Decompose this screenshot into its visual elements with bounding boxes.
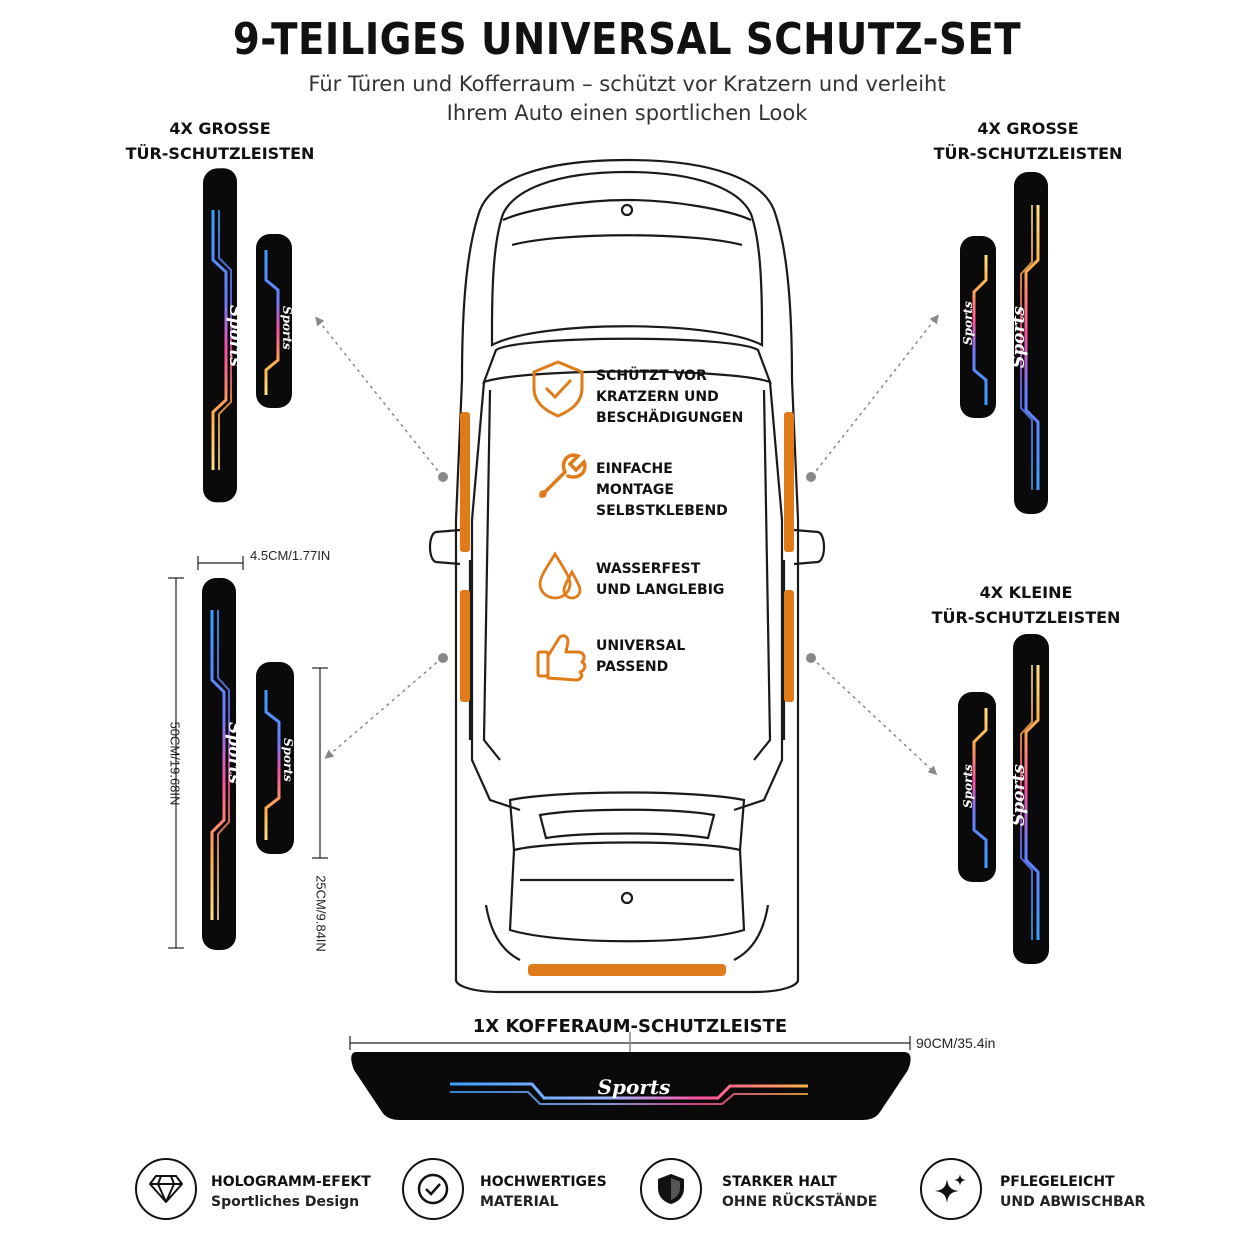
strip-small-mid-left: Sports bbox=[256, 662, 295, 854]
bottom-feature-title: HOLOGRAMM-EFEKT bbox=[211, 1174, 371, 1190]
strip-brand-label: Sports bbox=[280, 306, 294, 350]
sparkle-icon bbox=[920, 1158, 982, 1220]
feature-text-line: SELBSTKLEBEND bbox=[596, 503, 728, 519]
feature-text-line: MONTAGE bbox=[596, 482, 674, 498]
strip-large-top-right: Sports bbox=[1009, 172, 1048, 514]
feature-text-line: BESCHÄDIGUNGEN bbox=[596, 410, 744, 426]
subtitle-line-2: Ihrem Auto einen sportlichen Look bbox=[446, 101, 808, 125]
feature-text-line: UNIVERSAL bbox=[596, 638, 686, 654]
feature-text-line: UND LANGLEBIG bbox=[596, 582, 725, 598]
bottom-feature-title: PFLEGELEICHT bbox=[1000, 1174, 1115, 1190]
bottom-feature-subtitle: OHNE RÜCKSTÄNDE bbox=[722, 1194, 878, 1210]
feature-protection: SCHÜTZT VOR KRATZERN UND BESCHÄDIGUNGEN bbox=[596, 366, 743, 429]
subtitle-line-1: Für Türen und Kofferraum – schützt vor K… bbox=[308, 72, 946, 96]
page-title: 9-TEILIGES UNIVERSAL SCHUTZ-SET bbox=[232, 14, 1022, 65]
feature-text-line: PASSEND bbox=[596, 659, 669, 675]
bottom-feature-title: HOCHWERTIGES bbox=[480, 1174, 607, 1190]
strip-small-top-left: Sports bbox=[256, 234, 294, 408]
bottom-feature-easy-care: PFLEGELEICHT UND ABWISCHBAR bbox=[920, 1158, 1145, 1220]
strip-brand-label: Sports bbox=[961, 764, 975, 808]
feature-text-line: KRATZERN UND bbox=[596, 389, 719, 405]
group-title-mid-right: 4X KLEINE TÜR-SCHUTZLEISTEN bbox=[916, 580, 1136, 630]
bottom-feature-subtitle: UND ABWISCHBAR bbox=[1000, 1194, 1146, 1210]
dimension-width-line bbox=[197, 556, 244, 570]
strip-large-mid-right: Sports bbox=[1009, 634, 1049, 964]
bottom-feature-material: HOCHWERTIGES MATERIAL bbox=[402, 1158, 607, 1220]
feature-text-line: SCHÜTZT VOR bbox=[596, 368, 707, 384]
diamond-icon bbox=[135, 1158, 197, 1220]
bottom-feature-subtitle: Sportliches Design bbox=[211, 1194, 360, 1210]
strip-brand-label: Sports bbox=[1009, 764, 1029, 826]
strip-large-top-left: Sports bbox=[203, 168, 245, 503]
feature-text-line: EINFACHE bbox=[596, 461, 673, 477]
dimension-long-height-label: 50CM/19.68IN bbox=[167, 721, 183, 806]
bottom-feature-adhesion: STARKER HALT OHNE RÜCKSTÄNDE bbox=[640, 1158, 877, 1220]
strip-brand-label: Sports bbox=[1009, 306, 1029, 368]
bottom-feature-title: STARKER HALT bbox=[722, 1174, 837, 1190]
feature-text-line: WASSERFEST bbox=[596, 561, 701, 577]
group-title-trunk: 1X KOFFERAUM-SCHUTZLEISTE bbox=[472, 1016, 788, 1037]
group-title-top-left: 4X GROSSE TÜR-SCHUTZLEISTEN bbox=[110, 116, 330, 166]
strip-brand-label: Sports bbox=[961, 301, 975, 345]
group-title-line: 4X KLEINE bbox=[979, 583, 1073, 602]
group-title-line: 4X GROSSE bbox=[977, 119, 1079, 138]
strip-brand-label: Sports bbox=[225, 305, 245, 367]
strip-trunk: Sports bbox=[351, 1052, 911, 1120]
group-title-top-right: 4X GROSSE TÜR-SCHUTZLEISTEN bbox=[918, 116, 1138, 166]
dimension-short-height-line bbox=[312, 667, 328, 859]
feature-installation: EINFACHE MONTAGE SELBSTKLEBEND bbox=[596, 459, 728, 522]
page-subtitle: Für Türen und Kofferraum – schützt vor K… bbox=[0, 70, 1254, 128]
dimension-width-label: 4.5CM/1.77IN bbox=[250, 548, 331, 563]
dimension-trunk-label: 90CM/35.4in bbox=[916, 1035, 996, 1051]
check-circle-icon bbox=[402, 1158, 464, 1220]
water-drop-icon bbox=[538, 551, 582, 600]
bottom-feature-subtitle: MATERIAL bbox=[480, 1194, 559, 1210]
feature-universal: UNIVERSAL PASSEND bbox=[596, 636, 685, 678]
strip-brand-label: Sports bbox=[598, 1075, 671, 1099]
pointer-arrows bbox=[315, 314, 939, 1063]
strip-brand-label: Sports bbox=[224, 722, 244, 784]
group-title-line: TÜR-SCHUTZLEISTEN bbox=[125, 144, 315, 163]
wrench-icon bbox=[539, 453, 587, 498]
car-door-strips-highlight bbox=[460, 412, 794, 976]
group-title-line: TÜR-SCHUTZLEISTEN bbox=[931, 608, 1121, 627]
dimension-short-height-label: 25CM/9.84IN bbox=[313, 875, 329, 952]
strip-brand-label: Sports bbox=[281, 738, 295, 782]
strip-small-top-right: Sports bbox=[960, 236, 996, 418]
strip-large-mid-left: Sports bbox=[202, 578, 244, 950]
feature-waterproof: WASSERFEST UND LANGLEBIG bbox=[596, 559, 724, 601]
strip-small-mid-right: Sports bbox=[958, 692, 996, 882]
shield-icon bbox=[640, 1158, 702, 1220]
group-title-line: TÜR-SCHUTZLEISTEN bbox=[933, 144, 1123, 163]
thumbs-up-icon bbox=[536, 634, 587, 682]
bottom-feature-hologram: HOLOGRAMM-EFEKT Sportliches Design bbox=[135, 1158, 371, 1220]
dimension-long-height-line bbox=[168, 577, 184, 949]
group-title-line: 4X GROSSE bbox=[169, 119, 271, 138]
shield-check-icon bbox=[532, 360, 584, 418]
